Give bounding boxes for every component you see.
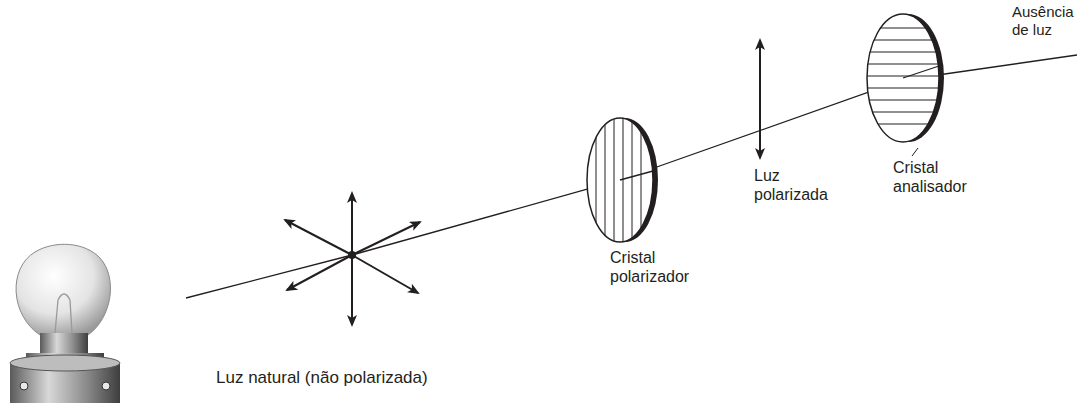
polarized-light-label: Luz polarizada <box>754 166 844 204</box>
analyzer-label: Cristal analisador <box>893 158 988 196</box>
light-bulb <box>10 244 120 403</box>
polarizer-label: Cristal polarizador <box>610 248 710 286</box>
polarizer-crystal <box>587 110 658 250</box>
leader-tick <box>912 148 918 156</box>
unpolarized-vectors <box>285 193 420 325</box>
result-label: Ausência de luz <box>1012 3 1074 39</box>
polarized-vector <box>759 95 761 158</box>
vector-origin <box>348 251 356 259</box>
polarized-vector <box>759 40 761 95</box>
analyzer-crystal <box>860 14 950 142</box>
natural-light-label: Luz natural (não polarizada) <box>216 368 576 388</box>
light-ray <box>186 55 1077 298</box>
